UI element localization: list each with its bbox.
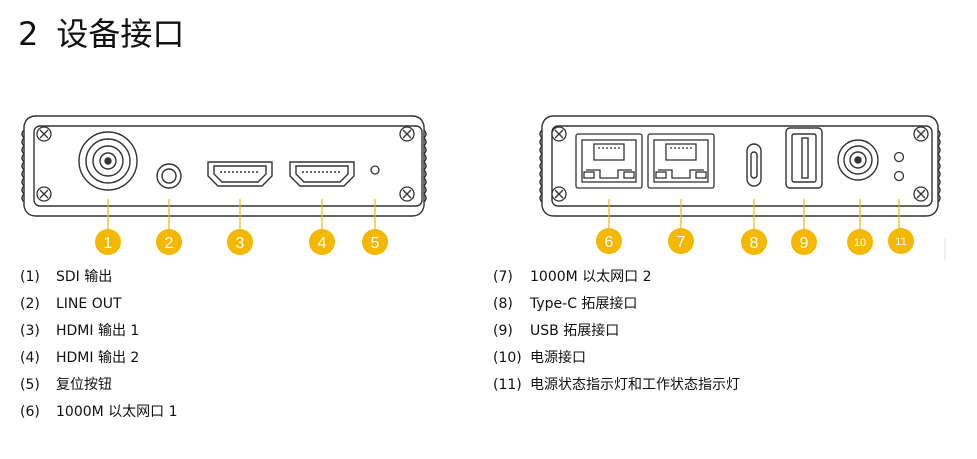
callout-badge: 5 — [362, 229, 388, 255]
audio-jack-icon — [156, 163, 182, 189]
leader-lines-right — [608, 199, 900, 230]
svg-text:10: 10 — [854, 237, 866, 249]
callout-badge: 2 — [156, 229, 182, 255]
usb-a-port-icon — [785, 127, 823, 189]
section-heading: 2 设备接口 — [18, 12, 184, 56]
callout-badges-right: 6 7 8 9 10 11 — [596, 228, 914, 255]
legend-item: (6)1000M 以太网口 1 — [20, 404, 178, 420]
callout-badge: 1 — [95, 229, 121, 255]
callout-badge: 10 — [847, 229, 873, 255]
legend-item: (1)SDI 输出 — [20, 269, 113, 285]
svg-text:4: 4 — [318, 235, 327, 252]
svg-text:2: 2 — [165, 235, 174, 252]
svg-text:1: 1 — [104, 235, 113, 252]
legend-item: (10)电源接口 — [493, 350, 586, 366]
callout-badge: 9 — [791, 229, 817, 255]
callout-badge: 8 — [741, 229, 767, 255]
legend-left: (1)SDI 输出 (2)LINE OUT (3)HDMI 输出 1 (4)HD… — [20, 264, 178, 426]
legend-item: (11)电源状态指示灯和工作状态指示灯 — [493, 377, 740, 393]
legend-right: (7)1000M 以太网口 2 (8)Type-C 拓展接口 (9)USB 拓展… — [493, 264, 740, 399]
svg-text:6: 6 — [605, 234, 614, 251]
svg-text:5: 5 — [371, 235, 380, 252]
callout-badge: 11 — [888, 228, 914, 254]
hdmi-port-icon — [207, 161, 273, 187]
callout-badges-left: 1 2 3 4 5 — [95, 229, 388, 255]
screw-icon — [551, 126, 929, 202]
usb-c-port-icon — [746, 143, 762, 187]
section-title: 设备接口 — [56, 15, 185, 53]
legend-item: (7)1000M 以太网口 2 — [493, 269, 652, 285]
section-number: 2 — [18, 15, 39, 53]
screw-icon — [36, 126, 415, 202]
callout-badge: 4 — [309, 229, 335, 255]
svg-text:7: 7 — [677, 234, 686, 251]
reset-button-icon — [370, 165, 380, 175]
legend-item: (2)LINE OUT — [20, 296, 122, 312]
callout-badge: 7 — [668, 228, 694, 254]
dc-power-jack-icon — [837, 139, 879, 181]
ethernet-port-icon — [647, 133, 715, 189]
svg-text:3: 3 — [236, 235, 245, 252]
svg-text:8: 8 — [750, 235, 759, 252]
ethernet-port-icon — [575, 133, 643, 189]
hdmi-port-icon — [289, 161, 355, 187]
sdi-bnc-connector-icon — [78, 131, 138, 191]
callout-badge: 6 — [596, 228, 622, 254]
legend-item: (3)HDMI 输出 1 — [20, 323, 140, 339]
svg-text:9: 9 — [800, 235, 809, 252]
leader-lines-left — [107, 199, 376, 230]
legend-item: (8)Type-C 拓展接口 — [493, 296, 638, 312]
callout-badge: 3 — [227, 229, 253, 255]
legend-item: (4)HDMI 输出 2 — [20, 350, 140, 366]
legend-item: (9)USB 拓展接口 — [493, 323, 620, 339]
svg-text:11: 11 — [895, 236, 906, 248]
legend-item: (5)复位按钮 — [20, 377, 112, 393]
status-led-icon — [893, 151, 905, 182]
